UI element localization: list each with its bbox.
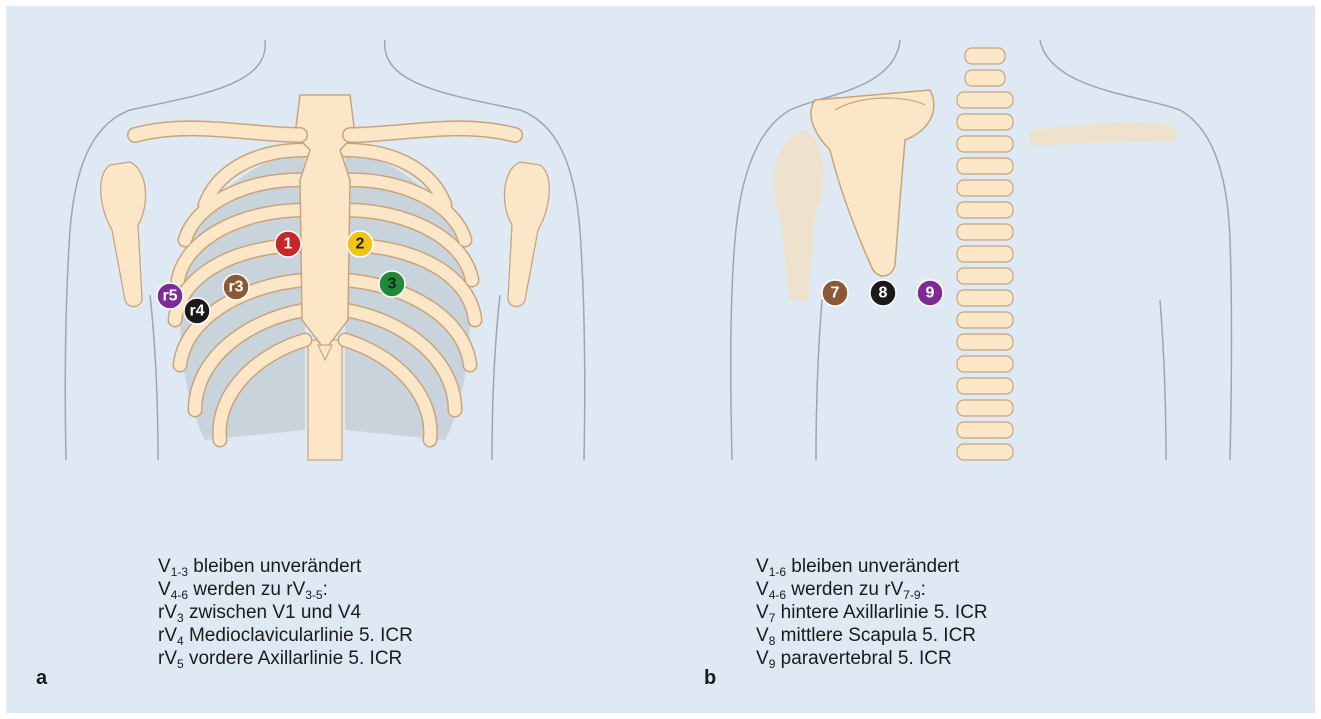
- vertebra: [957, 246, 1013, 262]
- electrode-r4: r4: [184, 298, 210, 324]
- electrode-r5-label: r5: [162, 288, 177, 305]
- electrode-r4-label: r4: [189, 303, 204, 320]
- caption-b-line: V1-6 bleiben unverändert: [756, 555, 988, 578]
- electrode-8: 8: [870, 280, 896, 306]
- vertebra: [957, 334, 1013, 350]
- vertebra: [957, 444, 1013, 460]
- vertebra: [965, 48, 1005, 64]
- caption-a-line: rV3 zwischen V1 und V4: [158, 601, 413, 624]
- back-spine: [957, 48, 1013, 460]
- electrode-8-label: 8: [879, 285, 888, 302]
- vertebra: [957, 202, 1013, 218]
- vertebra: [957, 312, 1013, 328]
- back-armpit-right: [1160, 300, 1166, 460]
- panel-label-a: a: [36, 667, 47, 690]
- vertebra: [957, 136, 1013, 152]
- front-armpit-left: [150, 295, 158, 460]
- caption-b-line: V9 paravertebral 5. ICR: [756, 647, 988, 670]
- electrode-r5: r5: [157, 283, 183, 309]
- caption-a-line: rV5 vordere Axillarlinie 5. ICR: [158, 647, 413, 670]
- front-armpit-right: [492, 295, 500, 460]
- back-scapula: [811, 90, 934, 276]
- vertebra: [957, 268, 1013, 284]
- electrode-r3-label: r3: [228, 279, 243, 296]
- back-body-outline-right: [1040, 40, 1232, 460]
- caption-b: V1-6 bleiben unverändert V4-6 werden zu …: [756, 555, 988, 670]
- vertebra: [957, 422, 1013, 438]
- vertebra: [957, 400, 1013, 416]
- vertebra: [957, 290, 1013, 306]
- electrode-7-label: 7: [831, 285, 840, 302]
- electrode-3: 3: [379, 271, 405, 297]
- panel-a-anatomy: [65, 40, 585, 460]
- caption-b-line: V4-6 werden zu rV7-9:: [756, 578, 988, 601]
- electrode-1-label: 1: [284, 236, 293, 253]
- front-humerus-left: [101, 162, 146, 307]
- electrode-9-label: 9: [926, 285, 935, 302]
- vertebra: [957, 92, 1013, 108]
- vertebra: [957, 114, 1013, 130]
- vertebra: [957, 356, 1013, 372]
- electrode-7: 7: [822, 280, 848, 306]
- back-armpit-left: [816, 300, 822, 460]
- electrode-2: 2: [347, 231, 373, 257]
- vertebra: [957, 224, 1013, 240]
- back-humerus-left: [774, 130, 824, 300]
- electrode-2-label: 2: [356, 236, 365, 253]
- caption-a-line: V1-3 bleiben unverändert: [158, 555, 413, 578]
- vertebra: [957, 158, 1013, 174]
- electrode-r3: r3: [223, 274, 249, 300]
- panel-label-b: b: [704, 667, 716, 690]
- caption-a-line: V4-6 werden zu rV3-5:: [158, 578, 413, 601]
- front-humerus-right: [504, 162, 549, 307]
- caption-b-line: V7 hintere Axillarlinie 5. ICR: [756, 601, 988, 624]
- caption-a-line: rV4 Medioclavicularlinie 5. ICR: [158, 624, 413, 647]
- panel-b-anatomy: [731, 40, 1232, 460]
- electrode-1: 1: [275, 231, 301, 257]
- vertebra: [965, 70, 1005, 86]
- caption-a: V1-3 bleiben unverändert V4-6 werden zu …: [158, 555, 413, 670]
- electrode-3-label: 3: [388, 276, 397, 293]
- vertebra: [957, 378, 1013, 394]
- electrode-9: 9: [917, 280, 943, 306]
- back-clavicle-right: [1030, 123, 1177, 145]
- caption-b-line: V8 mittlere Scapula 5. ICR: [756, 624, 988, 647]
- vertebra: [957, 180, 1013, 196]
